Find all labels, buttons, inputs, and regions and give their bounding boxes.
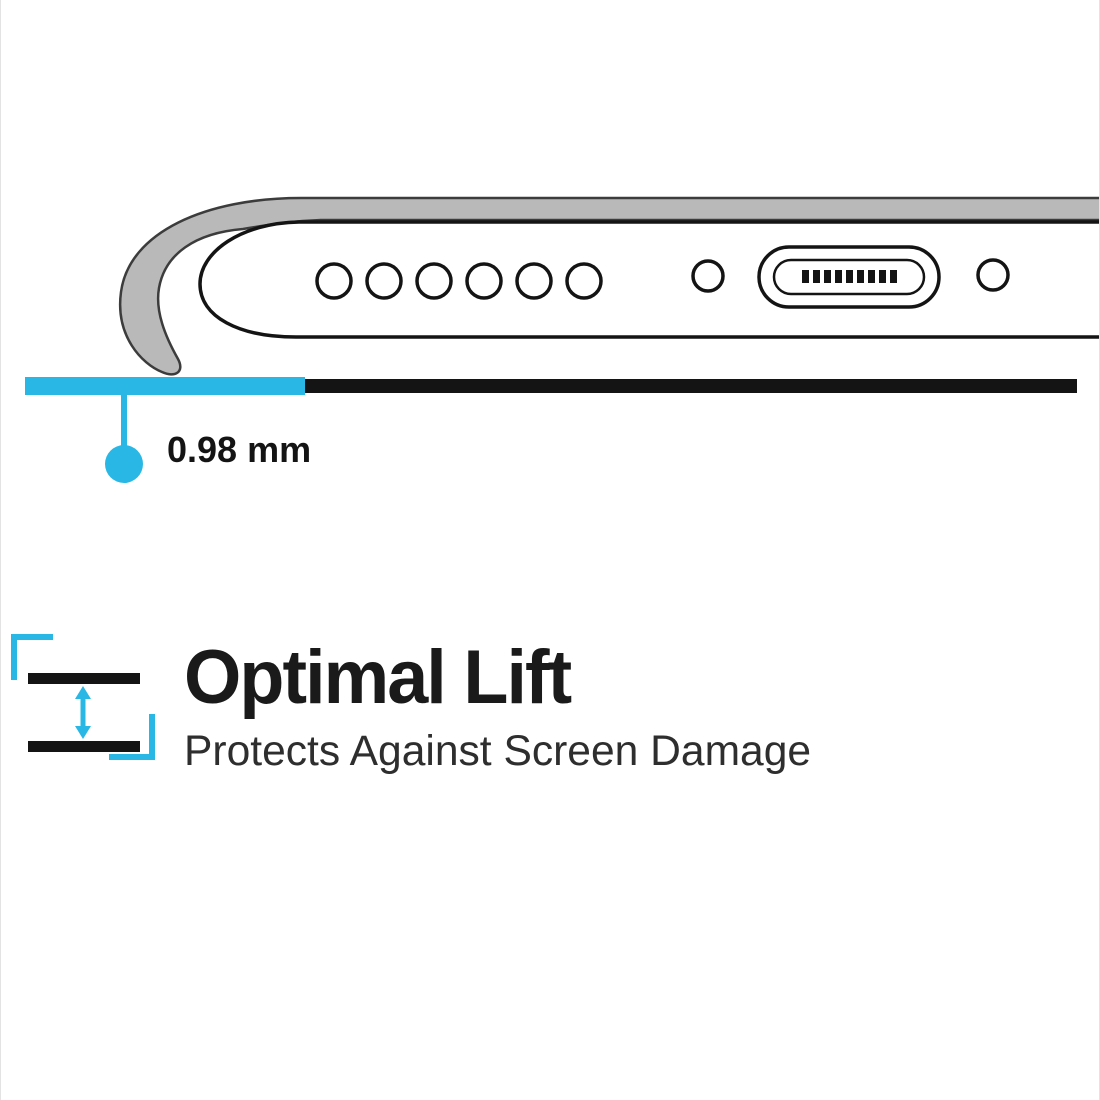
feature-title: Optimal Lift xyxy=(184,635,572,720)
speaker-hole xyxy=(365,262,403,300)
measurement-stem xyxy=(121,395,127,453)
bottom-plate xyxy=(28,741,140,752)
double-arrow-icon xyxy=(75,686,91,739)
case-edge-shape xyxy=(118,196,1099,376)
lift-gap-icon xyxy=(11,634,155,760)
screw-hole-left xyxy=(691,259,725,293)
speaker-hole xyxy=(315,262,353,300)
measurement-dot xyxy=(105,445,143,483)
top-plate xyxy=(28,673,140,684)
speaker-hole xyxy=(415,262,453,300)
surface-bar xyxy=(305,379,1077,393)
bracket-top-left xyxy=(11,634,53,680)
speaker-hole xyxy=(565,262,603,300)
screw-hole-right xyxy=(976,258,1010,292)
lift-measurement-label: 0.98 mm xyxy=(167,429,312,470)
lift-bar-accent xyxy=(25,377,305,395)
connector-pins xyxy=(802,270,897,283)
feature-subtitle: Protects Against Screen Damage xyxy=(184,727,812,775)
speaker-hole xyxy=(515,262,553,300)
charging-port-icon xyxy=(757,245,941,309)
speaker-holes xyxy=(315,262,603,300)
speaker-hole xyxy=(465,262,503,300)
bracket-bottom-right xyxy=(109,714,155,760)
